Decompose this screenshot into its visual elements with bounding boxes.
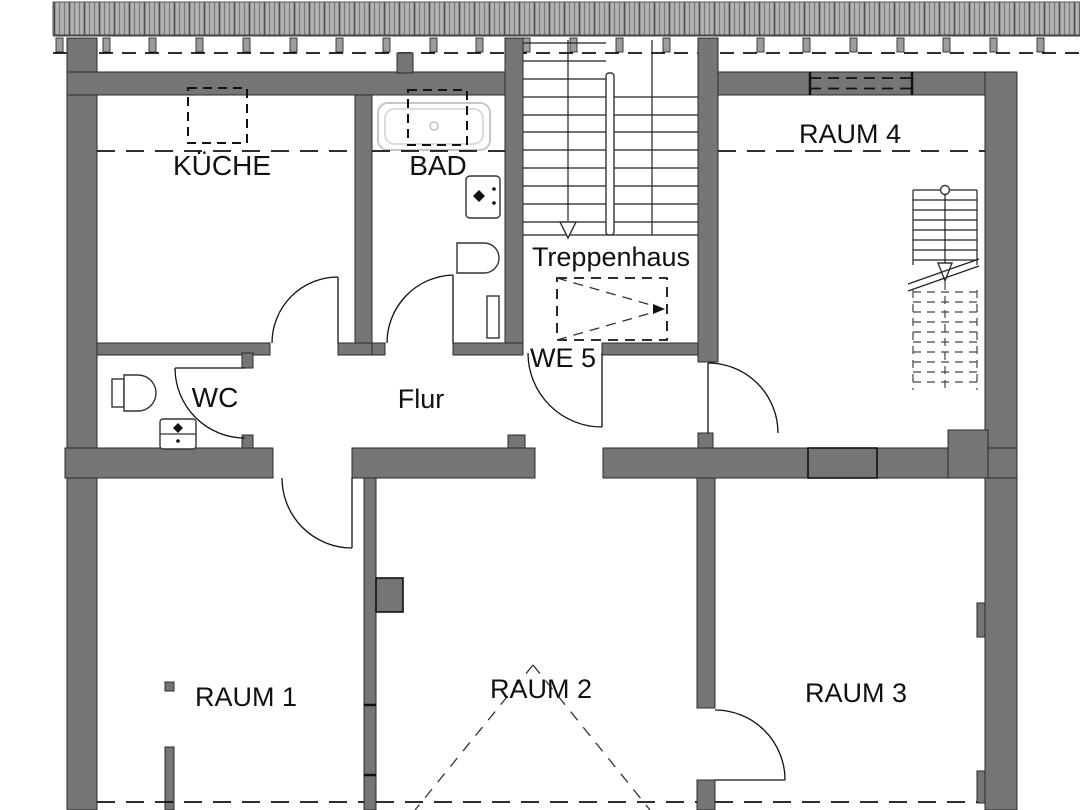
room-label-raum1: RAUM 1 [195, 682, 297, 712]
room-labels: KÜCHE BAD Treppenhaus WE 5 WC Flur RAUM … [173, 119, 907, 712]
door-kueche [271, 276, 339, 344]
exterior-wall-left [66, 37, 98, 810]
raum4-stair-start-post [939, 184, 951, 196]
stairwell-wall-right [697, 37, 719, 363]
stair-handrail [605, 72, 615, 236]
raum4-stair-hidden-treads [912, 282, 978, 392]
bathtub-drain [429, 121, 439, 131]
door-we5-entrance [527, 352, 603, 428]
skylight-bad [407, 89, 468, 146]
wc-door-pier-bottom [241, 434, 254, 449]
wall-landing-bottom [601, 342, 699, 356]
wall-bad-bottom-left [371, 342, 386, 356]
bad-radiator [486, 295, 500, 339]
window-raum4-top [808, 72, 914, 95]
window-reveal-raum3-lower [976, 770, 986, 804]
skylights [187, 87, 468, 146]
door-raum3 [714, 709, 786, 781]
room-label-bad: BAD [409, 150, 467, 181]
room-label-raum4: RAUM 4 [799, 119, 901, 149]
roof-overhang-band [52, 1, 1080, 37]
wc-toilet [123, 374, 157, 412]
door-bad [386, 274, 454, 344]
wall-raum2-raum3-upper [696, 477, 716, 709]
bad-toilet [456, 242, 500, 274]
rafter-stubs [55, 37, 1045, 53]
wc-fixtures [111, 374, 197, 450]
swing-door-pier [697, 432, 714, 449]
exterior-wall-top-right [717, 71, 1018, 96]
stairwell-wall-left [504, 37, 524, 344]
room-label-raum2: RAUM 2 [490, 674, 592, 704]
roof-pier [396, 52, 414, 74]
door-raum1 [281, 477, 353, 549]
wall-kueche-bottom [337, 342, 373, 356]
wc-door-pier-top [241, 352, 254, 369]
skylight-kueche [187, 87, 248, 144]
room-label-flur: Flur [398, 384, 445, 414]
room-label-raum3: RAUM 3 [805, 678, 907, 708]
room-label-kueche: KÜCHE [173, 150, 271, 181]
stair-break-line-1 [907, 265, 980, 292]
wall-raum2-raum3-stub [696, 779, 716, 810]
bad-fixtures [377, 102, 501, 339]
hatch-arrowhead [653, 304, 665, 314]
height-lines [97, 150, 985, 803]
doors [174, 274, 786, 781]
wall-mid-center [351, 447, 536, 479]
wall-mid-left [64, 447, 274, 479]
exterior-wall-top-left [66, 71, 509, 96]
we5-pier [507, 434, 526, 449]
stair-down-arrow [558, 221, 578, 240]
door-landing-raum4 [707, 362, 779, 434]
loft-hatch-symbol [556, 277, 668, 341]
wall-wc-top [96, 342, 271, 356]
stair-treads-right-flight [614, 40, 698, 235]
room-label-treppenhaus: Treppenhaus [532, 242, 690, 272]
wall-kueche-bad [354, 94, 373, 344]
wall-corner-raum4 [947, 429, 989, 479]
room-label-wc: WC [192, 382, 239, 413]
wc-toilet-tank [111, 378, 125, 408]
chimney-raum2 [375, 577, 404, 613]
stair-break-line-2 [907, 258, 980, 285]
wc-washbasin-drain [173, 423, 183, 433]
stair-treads-left-flight [523, 42, 606, 223]
stairwell-stairs [523, 40, 698, 240]
exterior-wall-right [984, 71, 1018, 810]
bad-washbasin-drain [473, 190, 485, 202]
raum1-wall-stub [164, 746, 175, 810]
wall-bad-bottom-right [452, 342, 524, 356]
raum1-pillar [164, 681, 175, 692]
window-reveal-raum3-upper [976, 602, 986, 638]
walls [64, 37, 1018, 810]
roof-hatch-strip [52, 1, 1080, 36]
raum4-stair [907, 184, 980, 392]
unit-label-we5: WE 5 [530, 343, 596, 373]
door-wc [174, 367, 246, 439]
wall-raum1-raum2 [363, 477, 377, 810]
chimney-raum3 [807, 447, 878, 479]
bathtub [377, 102, 491, 151]
